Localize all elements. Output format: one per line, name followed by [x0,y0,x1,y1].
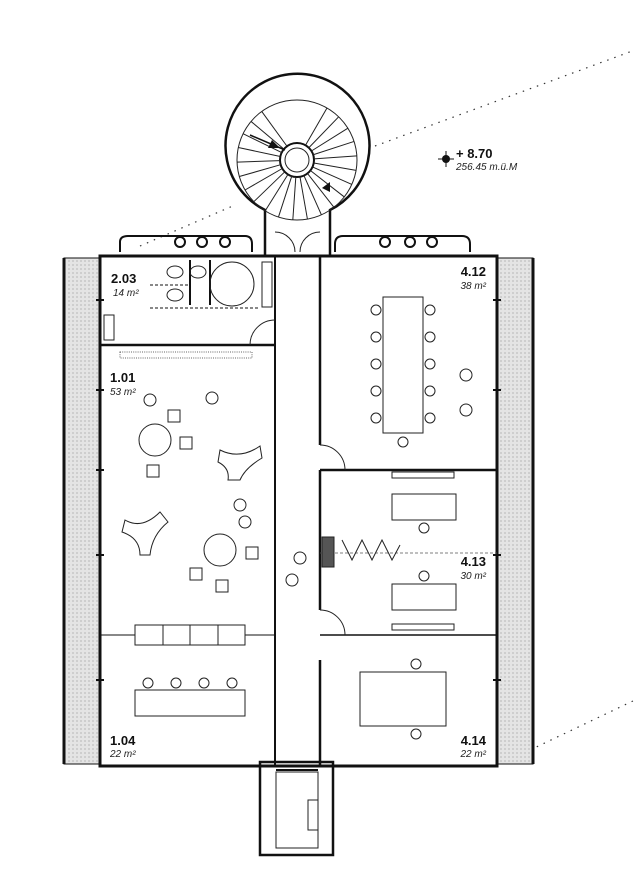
room-area: 22 m² [459,749,486,760]
room-number: 4.12 [461,264,486,279]
stair-tread [310,170,345,198]
facade-left [62,257,101,765]
room-4-12: 4.12 38 m² [460,264,486,292]
chair [170,677,182,689]
stair-tread [313,140,355,156]
stair-tread [264,174,289,212]
room-number: 2.03 [111,271,136,286]
stair-tread [277,176,293,218]
stair-tread [250,121,285,150]
stair-tread [242,133,282,153]
chair [424,304,436,316]
room-number: 4.13 [461,554,486,569]
room-number: 4.14 [461,733,487,748]
room-2-03: 2.03 14 m² [111,271,139,299]
chair [424,385,436,397]
sight-lines [139,49,635,751]
chair [397,436,409,448]
chair [142,677,154,689]
stair-tread [313,155,357,160]
chair [226,677,238,689]
facade-right [496,257,535,765]
stair-tread [308,116,340,149]
room-area: 38 m² [460,281,486,292]
room-4-14: 4.14 22 m² [459,733,486,760]
stair-tread [292,176,297,220]
stair-tread [313,162,357,171]
spiral-staircase [224,72,371,255]
elevator-shaft [258,760,335,857]
stair-tread [261,111,288,147]
chair [198,677,210,689]
room-area: 22 m² [109,749,136,760]
elevation-absolute: 256.45 m.ü.M [455,162,518,173]
elevation-marker: + 8.70 256.45 m.ü.M [438,146,518,173]
stair-tread [253,171,286,203]
chair [370,358,382,370]
elevation-level: + 8.70 [456,146,493,161]
room-area: 30 m² [460,571,486,582]
room-4-13: 4.13 30 m² [460,554,486,582]
balcony-rails [119,235,471,252]
chair [370,304,382,316]
furniture [121,296,473,740]
chair [370,412,382,424]
stair-tread [303,175,322,216]
room-area: 53 m² [110,387,136,398]
chair [424,358,436,370]
chair [370,331,382,343]
stair-tread [244,168,283,191]
elevation-marker-icon [438,151,454,167]
room-number: 1.01 [110,370,135,385]
stair-tread [307,173,335,208]
walls [96,231,501,768]
chair [370,385,382,397]
stair-tread [299,176,308,220]
chair [424,412,436,424]
room-number: 1.04 [110,733,136,748]
stair-tread [305,107,328,146]
stair-tread [238,147,281,157]
room-1-01: 1.01 53 m² [110,370,136,398]
room-area: 14 m² [113,288,139,299]
stair-tread [312,166,353,185]
stair-tread [237,160,281,163]
stair-tread [239,164,281,178]
chair [424,331,436,343]
room-1-04: 1.04 22 m² [109,733,136,760]
stair-tread [311,127,349,152]
